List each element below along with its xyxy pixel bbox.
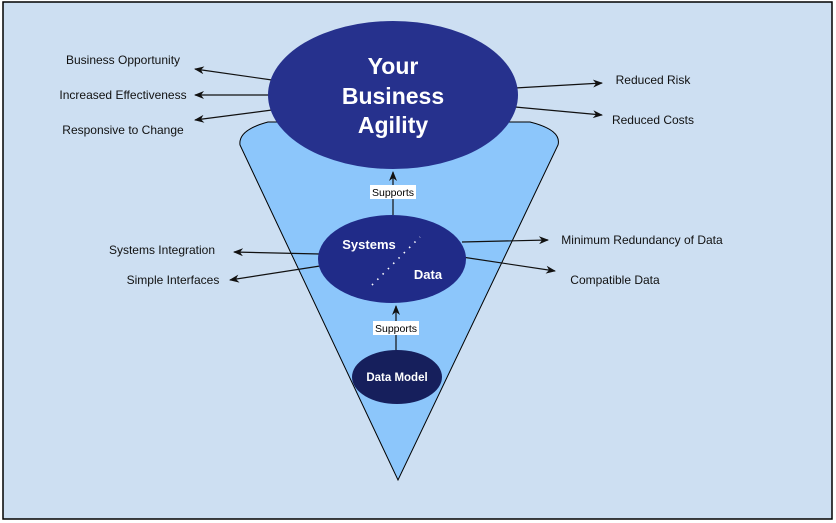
outcome-business-opportunity: Business Opportunity	[66, 53, 180, 67]
arrow-simple-interfaces	[229, 265, 321, 283]
arrow-responsive-to-change	[194, 109, 273, 123]
supports-label-bottom: Supports	[375, 323, 417, 335]
arrow-business-opportunity	[194, 66, 273, 81]
arrow-systems-integration	[233, 248, 321, 257]
arrow-reduced-risk	[514, 79, 603, 89]
supports-label-bg-bottom	[373, 321, 419, 335]
supports-label-bg-top	[370, 185, 416, 199]
outcome-systems-integration: Systems Integration	[109, 243, 215, 257]
title-line-3: Agility	[358, 112, 428, 138]
outcome-compatible-data: Compatible Data	[570, 273, 660, 287]
outcome-reduced-risk: Reduced Risk	[616, 73, 692, 87]
outcome-reduced-costs: Reduced Costs	[612, 113, 694, 127]
supports-label-top: Supports	[372, 187, 414, 199]
data-label: Data	[414, 267, 443, 282]
title-line-2: Business	[342, 83, 444, 109]
outcome-increased-effectiveness: Increased Effectiveness	[59, 88, 186, 102]
title-line-1: Your	[368, 53, 419, 79]
data-model-ellipse	[352, 350, 442, 404]
arrow-compatible-data	[461, 256, 556, 274]
arrow-minimum-redundancy	[461, 236, 549, 245]
outcome-minimum-redundancy: Minimum Redundancy of Data	[561, 233, 723, 247]
outcome-responsive-to-change: Responsive to Change	[62, 123, 184, 137]
data-model-label: Data Model	[366, 372, 427, 384]
business-agility-ellipse	[268, 21, 518, 169]
systems-label: Systems	[342, 237, 395, 252]
systems-data-ellipse	[318, 215, 466, 303]
outcome-simple-interfaces: Simple Interfaces	[127, 273, 220, 287]
arrow-reduced-costs	[514, 106, 603, 119]
